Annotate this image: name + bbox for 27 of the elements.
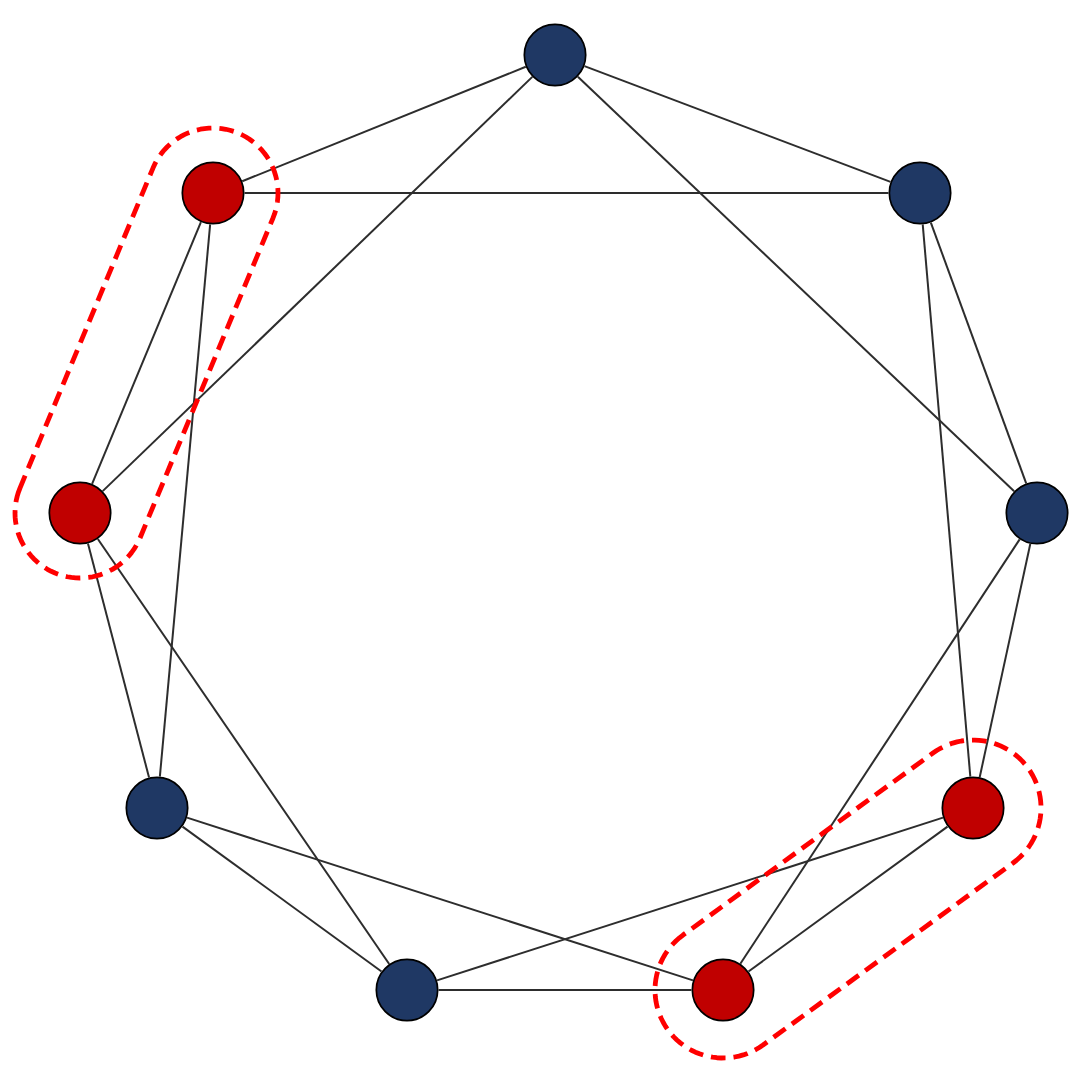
node-circle <box>48 481 112 545</box>
edge-line <box>929 221 1028 485</box>
edge-line <box>181 825 383 973</box>
edge-line <box>86 542 151 779</box>
node-circle <box>1005 481 1069 545</box>
edge-line <box>978 542 1032 779</box>
edge-line <box>583 65 892 183</box>
node-circle <box>691 958 755 1022</box>
edge-line <box>158 223 212 778</box>
edge-line <box>436 816 944 982</box>
node-circle <box>181 161 245 225</box>
edge-line <box>241 65 527 183</box>
node-circle <box>941 776 1005 840</box>
edge-line <box>96 538 391 965</box>
edge-line <box>101 75 534 493</box>
edge-line <box>739 538 1021 965</box>
edge-line <box>747 825 949 973</box>
edge-line <box>437 989 693 991</box>
edge-line <box>921 223 972 778</box>
node-circle <box>523 23 587 87</box>
edge-line <box>243 192 890 194</box>
edge-line <box>186 816 694 982</box>
edge-line <box>91 221 202 485</box>
edge-line <box>576 75 1016 493</box>
node-circle <box>888 161 952 225</box>
node-circle <box>125 776 189 840</box>
node-circle <box>375 958 439 1022</box>
